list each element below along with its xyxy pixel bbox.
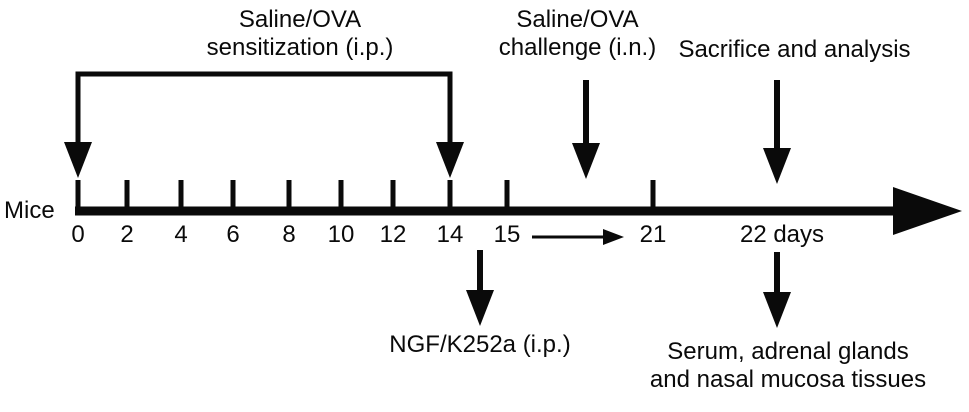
mice-label: Mice: [4, 197, 55, 224]
tick-label-12: 12: [379, 221, 407, 248]
sensitization-label-line1: Saline/OVA: [238, 6, 362, 33]
serum-down-arrow-icon: [763, 252, 791, 328]
timeline-axis-arrow: [75, 187, 962, 235]
sacrifice-label: Sacrifice and analysis: [678, 36, 911, 63]
ngf-down-arrow-icon: [466, 250, 494, 326]
tick-label-14: 14: [436, 221, 464, 248]
sacrifice-down-arrow-icon: [763, 80, 791, 184]
day15-to-21-arrow-icon: [532, 229, 624, 245]
tick-label-6: 6: [226, 221, 240, 248]
sensitization-label: Saline/OVA sensitization (i.p.): [140, 6, 460, 61]
tick-label-4: 4: [174, 221, 188, 248]
challenge-label: Saline/OVA challenge (i.n.): [470, 6, 685, 61]
tick-label-10: 10: [327, 221, 355, 248]
tick-marks: [75, 180, 656, 208]
sensitization-label-line2: sensitization (i.p.): [206, 33, 394, 61]
serum-label-line2: and nasal mucosa tissues: [649, 365, 927, 393]
tick-label-15: 15: [493, 221, 521, 248]
serum-label-line1: Serum, adrenal glands: [667, 338, 909, 365]
day22-label: 22 days: [739, 221, 825, 248]
sensitization-end-arrowhead-icon: [436, 142, 464, 178]
challenge-label-line1: Saline/OVA: [516, 6, 639, 33]
sensitization-start-arrowhead-icon: [64, 142, 92, 178]
challenge-label-line2: challenge (i.n.): [498, 33, 657, 61]
tick-label-2: 2: [120, 221, 134, 248]
challenge-down-arrow-icon: [572, 80, 600, 179]
tick-label-8: 8: [282, 221, 296, 248]
sensitization-span-bracket-arrows: [64, 71, 464, 178]
serum-label: Serum, adrenal glands and nasal mucosa t…: [638, 338, 938, 393]
tick-label-21: 21: [639, 221, 667, 248]
tick-label-0: 0: [71, 221, 85, 248]
ngf-label: NGF/K252a (i.p.): [389, 331, 571, 358]
